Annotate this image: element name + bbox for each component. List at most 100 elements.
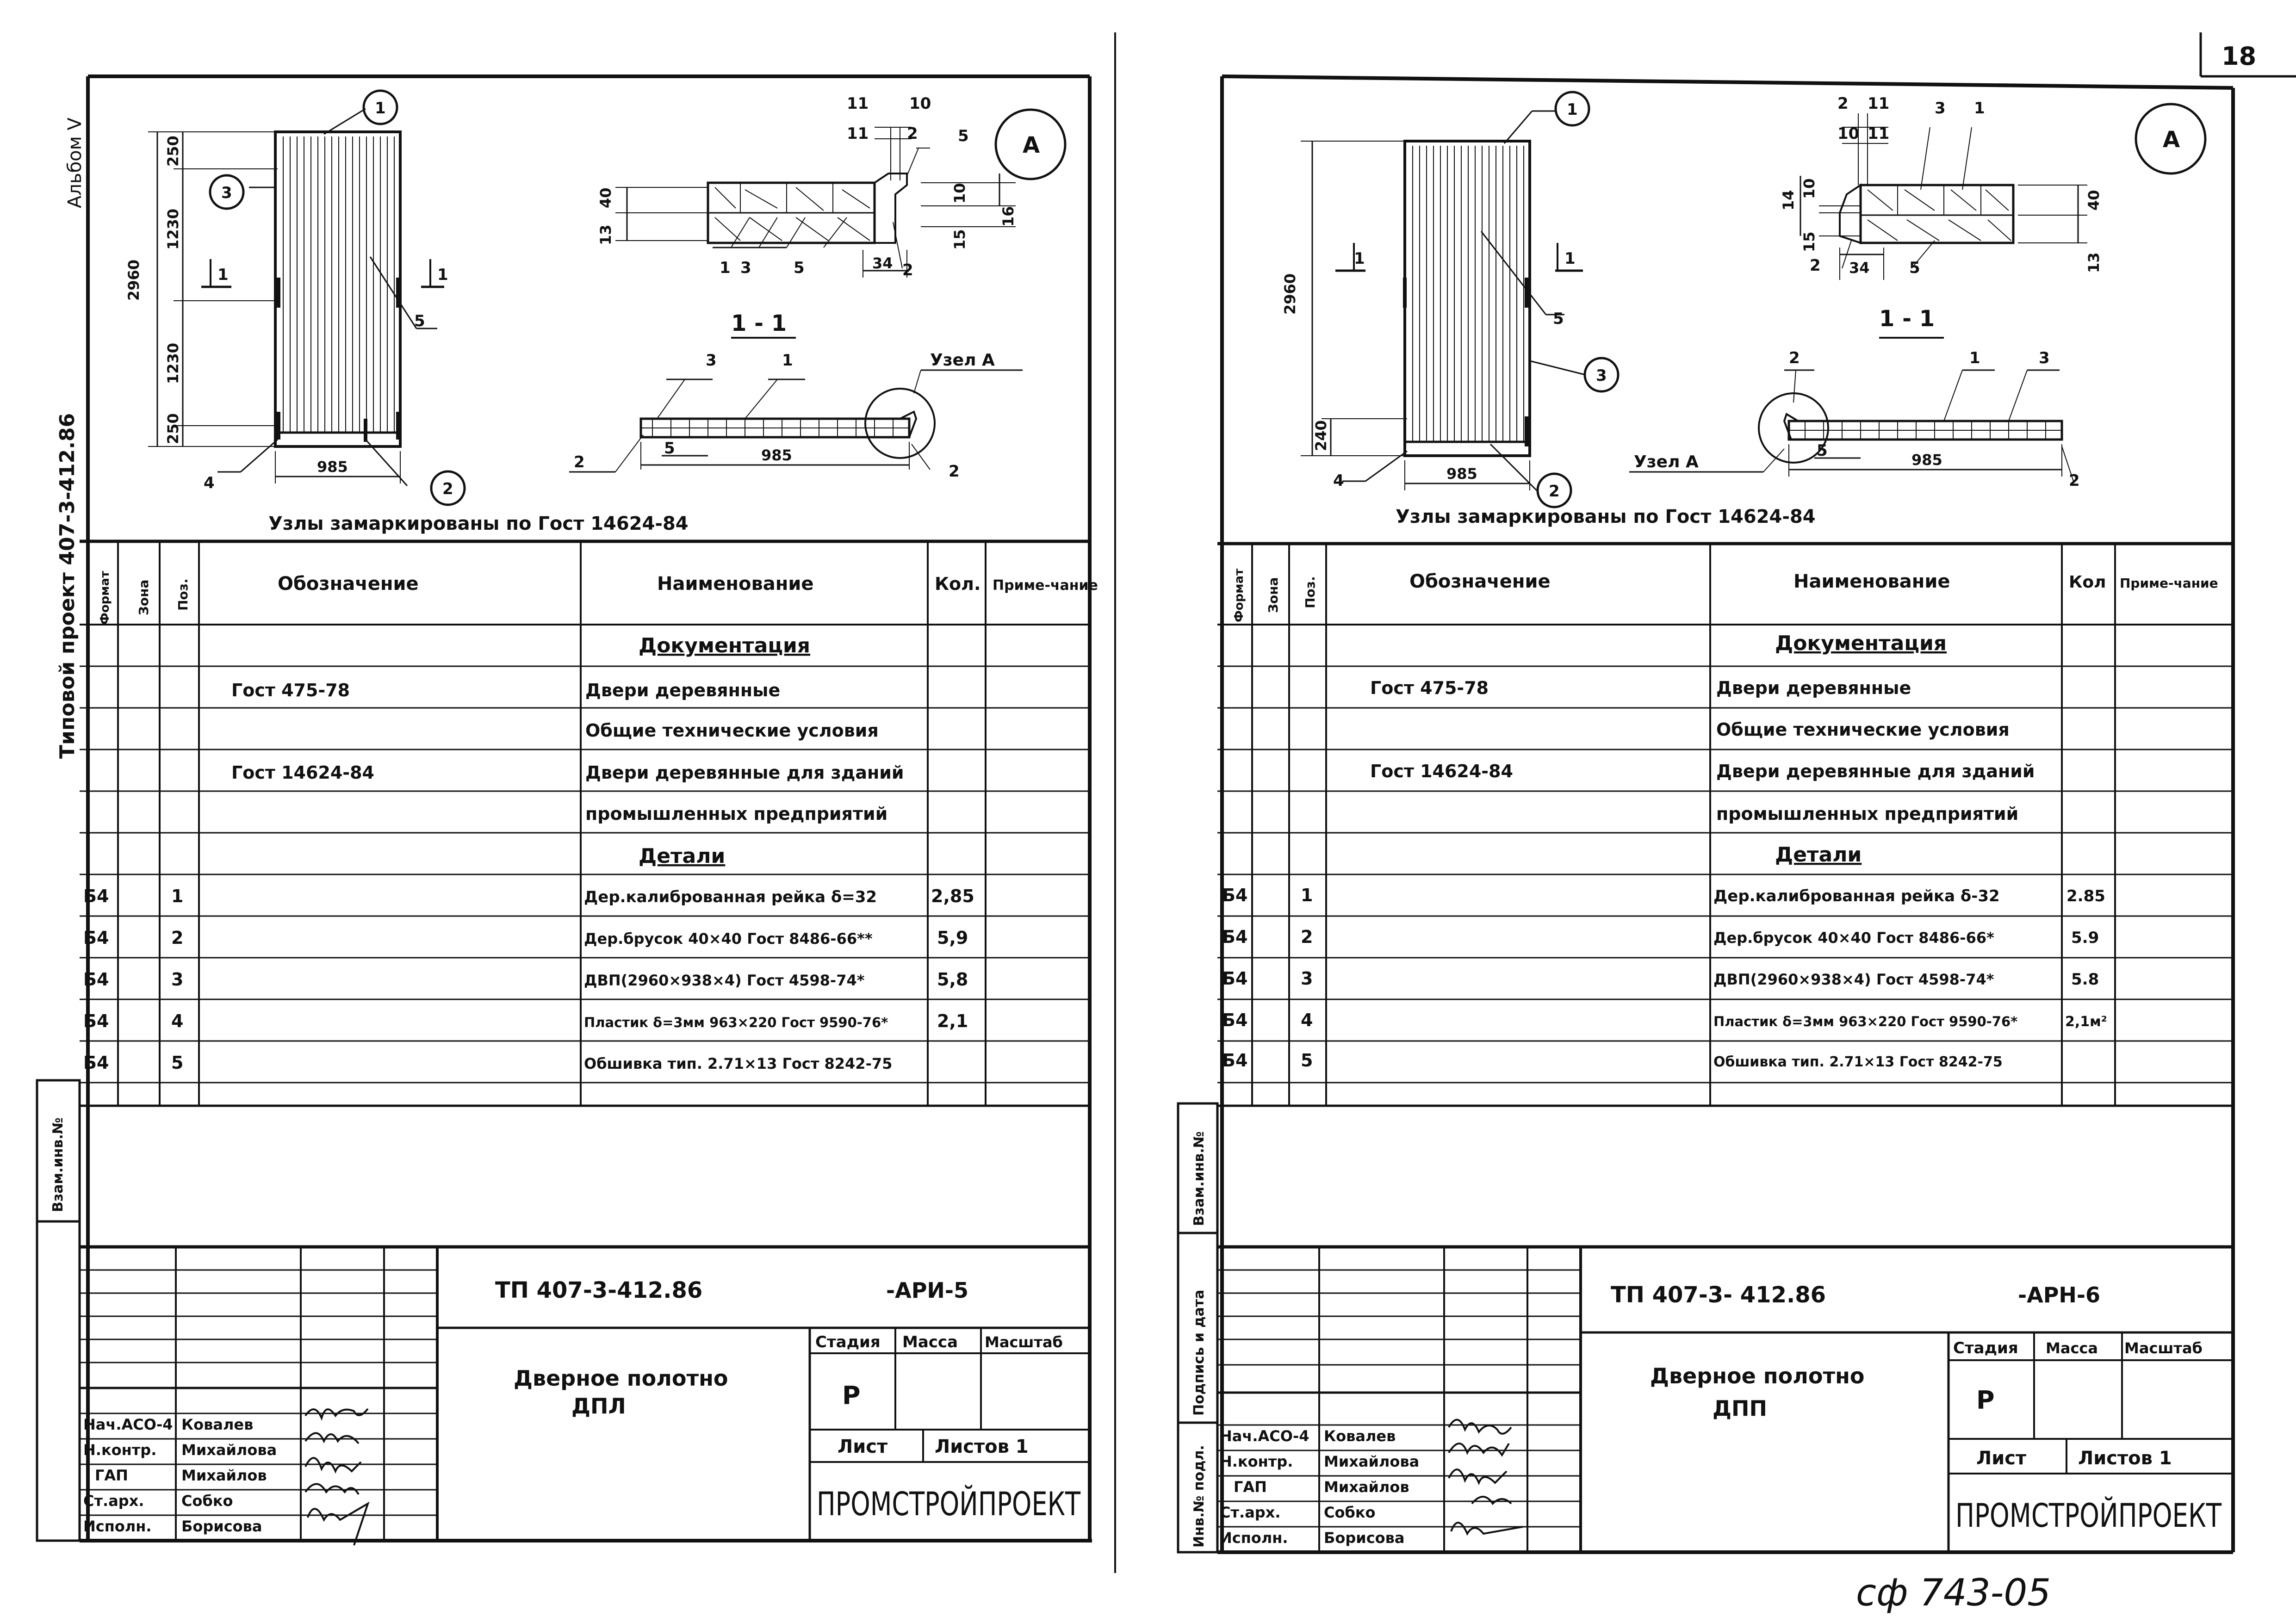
part-4-name: Пластик δ=3мм 963×220 Гост 9590-76* [584, 1015, 888, 1030]
part-5-format: Б4 [1222, 1050, 1247, 1071]
title-line1: Дверное полотно [514, 1366, 728, 1391]
side-stamp-a: Взам.инв.№ [1191, 1131, 1207, 1226]
det-pos-3: 3 [740, 259, 751, 277]
part-4-pos: 4 [171, 1011, 183, 1031]
hdr-format: Формат [1232, 569, 1246, 622]
part-1-qty: 2,85 [931, 886, 974, 906]
signatures-left [304, 1408, 370, 1546]
dim-985-plan: 985 [761, 446, 792, 464]
stage-header: Стадия [815, 1333, 881, 1351]
part-2-format: Б4 [83, 928, 109, 948]
part-3-pos: 3 [1301, 968, 1313, 989]
sheet-code: -АРН-6 [2018, 1282, 2100, 1307]
catalog-mark: сф 743-05 [1856, 1571, 2051, 1614]
dim-13: 13 [2085, 252, 2103, 273]
part-1-qty: 2.85 [2066, 887, 2105, 905]
side-stamp-c: Инв.№ подл. [1191, 1445, 1207, 1548]
section-label: 1 - 1 [1879, 306, 1935, 332]
sheet-left: Альбом V Типовой проект 407-3-412.86 Вза… [36, 32, 1116, 1573]
organization: ПРОМСТРОЙПРОЕКТ [817, 1485, 1080, 1523]
role-4: Ст.арх. [83, 1492, 144, 1510]
det-pos-3: 3 [1935, 99, 1946, 118]
title-line1: Дверное полотно [1650, 1363, 1865, 1388]
dim-2960: 2960 [125, 260, 143, 301]
part-1-name: Дер.калиброванная рейка δ=32 [584, 888, 877, 906]
part-5-name: Обшивка тип. 2.71×13 Гост 8242-75 [1713, 1054, 2003, 1070]
callout-1-num: 1 [375, 99, 386, 118]
det-pos-2b: 2 [1810, 256, 1821, 275]
hdr-zone: Зона [136, 580, 151, 615]
dim-15: 15 [1800, 231, 1818, 252]
sheet-right: 18 Взам.инв.№ Подпись и дата Инв.№ подл.… [1177, 32, 2296, 1614]
role-5: Исполн. [83, 1518, 152, 1535]
part-4-qty: 2,1 [937, 1011, 968, 1031]
role-4: Ст.арх. [1220, 1504, 1280, 1521]
mass-header: Масса [902, 1333, 958, 1351]
role-2: Н.контр. [83, 1441, 156, 1459]
part-3-name: ДВП(2960×938×4) Гост 4598-74* [584, 972, 865, 989]
nodes-note: Узлы замаркированы по Гост 14624-84 [268, 513, 689, 534]
role-3: ГАП [1234, 1478, 1267, 1496]
part-1-pos: 1 [1301, 885, 1313, 905]
sheet-header: Лист [1976, 1448, 2027, 1469]
node-a-label: Узел А [1634, 452, 1699, 471]
row-doc-3-name: Двери деревянные для зданий [1716, 761, 2035, 781]
row-doc-3-name: Двери деревянные для зданий [585, 762, 904, 783]
name-4: Собко [1324, 1504, 1376, 1521]
part-3-qty: 5.8 [2071, 970, 2099, 989]
callout-A: А [1023, 132, 1040, 158]
det-pos-5: 5 [1909, 259, 1920, 277]
row-doc-4-name: промышленных предприятий [1716, 804, 2018, 824]
section-details: Детали [1775, 843, 1862, 867]
sheet-code: -АРИ-5 [886, 1278, 968, 1303]
callout-3-num: 3 [221, 184, 232, 202]
part-5-pos: 5 [1301, 1050, 1313, 1071]
row-doc-2-name: Общие технические условия [1716, 719, 2010, 740]
part-5-pos: 5 [171, 1053, 183, 1073]
part-4-qty: 2,1м² [2065, 1014, 2107, 1030]
role-1: Нач.АСО-4 [1220, 1427, 1309, 1445]
pos-5-elev: 5 [414, 312, 425, 330]
sec-mark-1b: 1 [1564, 249, 1576, 268]
callout-3-num: 3 [1596, 366, 1607, 385]
name-2: Михайлова [181, 1441, 277, 1459]
section-details: Детали [639, 844, 725, 868]
part-4-name: Пластик δ=3мм 963×220 Гост 9590-76* [1713, 1014, 2017, 1029]
sheet-header: Лист [838, 1436, 888, 1457]
part-2-qty: 5.9 [2071, 929, 2099, 947]
hdr-name: Наименование [1793, 571, 1950, 592]
title-line2: ДПЛ [571, 1394, 626, 1419]
scale-header: Масштаб [2124, 1339, 2203, 1357]
det-pos-10: 10 [909, 94, 931, 113]
part-3-qty: 5,8 [937, 969, 968, 990]
project-label: Типовой проект 407-3-412.86 [56, 413, 79, 759]
part-4-pos: 4 [1301, 1010, 1313, 1030]
hdr-pos: Поз. [175, 578, 191, 611]
name-2: Михайлова [1324, 1453, 1419, 1470]
part-3-pos: 3 [171, 969, 183, 990]
nodes-note: Узлы замаркированы по Гост 14624-84 [1396, 506, 1816, 527]
part-3-format: Б4 [1222, 968, 1247, 989]
side-stamp-b: Подпись и дата [1191, 1290, 1207, 1416]
plan-pos-3: 3 [2039, 349, 2050, 367]
stage-value: Р [1976, 1386, 1995, 1415]
dim-40: 40 [597, 187, 614, 208]
det-pos-11b: 11 [847, 124, 869, 143]
part-2-pos: 2 [1301, 927, 1313, 947]
dim-15: 15 [951, 229, 968, 250]
hdr-pos: Поз. [1303, 576, 1318, 608]
part-2-name: Дер.брусок 40×40 Гост 8486-66** [584, 930, 873, 948]
role-5: Исполн. [1220, 1529, 1288, 1547]
plan-pos-5: 5 [1817, 441, 1828, 460]
row-doc-1-designation: Гост 475-78 [1370, 678, 1489, 698]
stage-header: Стадия [1953, 1339, 2018, 1357]
dim-1230-top: 1230 [164, 209, 182, 250]
sec-mark-1a: 1 [1354, 249, 1365, 268]
hdr-qty: Кол [2069, 573, 2106, 592]
dim-40: 40 [2085, 190, 2103, 211]
sec-mark-1a: 1 [217, 266, 229, 284]
signatures-right [1448, 1419, 1523, 1536]
part-4-format: Б4 [1222, 1010, 1247, 1030]
role-3: ГАП [95, 1467, 128, 1484]
scale-header: Масштаб [985, 1333, 1063, 1351]
